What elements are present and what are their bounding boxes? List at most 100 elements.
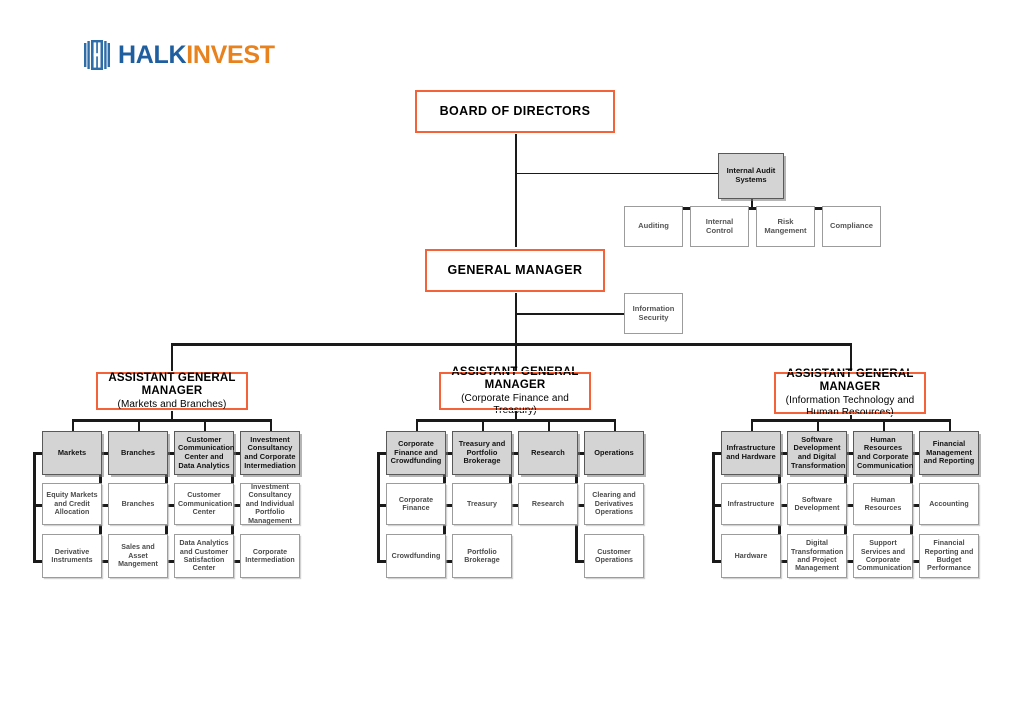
dept-label: Software Development and Digital Transfo… <box>791 434 846 470</box>
unit-label: Corporate Finance <box>398 495 434 512</box>
node-unit-treasury[interactable]: Treasury <box>452 483 512 525</box>
auditing-label: Auditing <box>638 221 669 231</box>
node-unit-sales-and-asset-mangement[interactable]: Sales and Asset Mangement <box>108 534 168 578</box>
node-unit-clearing-and-derivatives-operations[interactable]: Clearing and Derivatives Operations <box>584 483 644 525</box>
node-unit-equity-markets-and-credit-allocation[interactable]: Equity Markets and Credit Allocation <box>42 483 102 525</box>
board-of-directors-label: BOARD OF DIRECTORS <box>439 104 591 119</box>
node-unit-software-development[interactable]: Software Development <box>787 483 847 525</box>
node-unit-support-services-and-corporate-communication[interactable]: Support Services and Corporate Communica… <box>853 534 913 578</box>
agm2-title: ASSISTANT GENERAL MANAGER <box>451 365 579 392</box>
connector-audit-drop <box>751 199 753 209</box>
halk-logo-mark-icon <box>84 40 110 70</box>
node-unit-digital-transformation-and-project-management[interactable]: Digital Transformation and Project Manag… <box>787 534 847 578</box>
risk-mangement-label: Risk Mangement <box>764 216 807 235</box>
connector-group3-rail <box>751 419 950 422</box>
node-unit-investment-consultancy-and-individual-portfolio-management[interactable]: Investment Consultancy and Individual Po… <box>240 483 300 525</box>
node-unit-crowdfunding[interactable]: Crowdfunding <box>386 534 446 578</box>
node-agm-markets-and-branches[interactable]: ASSISTANT GENERAL MANAGER (Markets and B… <box>95 371 249 411</box>
node-unit-research[interactable]: Research <box>518 483 578 525</box>
node-dept-investment-consultancy-and-corporate-intermediation[interactable]: Investment Consultancy and Corporate Int… <box>240 431 300 475</box>
node-unit-financial-reporting-and-budget-performance[interactable]: Financial Reporting and Budget Performan… <box>919 534 979 578</box>
node-unit-customer-operations[interactable]: Customer Operations <box>584 534 644 578</box>
node-internal-audit-systems[interactable]: Internal Audit Systems <box>718 153 784 199</box>
brand-name-primary: HALK <box>118 40 187 69</box>
connector-group3-dept-4 <box>949 419 951 431</box>
connector-group2-dept-3 <box>548 419 550 431</box>
internal-audit-systems-label: Internal Audit Systems <box>726 166 776 184</box>
node-dept-infrastructure-and-hardware[interactable]: Infrastructure and Hardware <box>721 431 781 475</box>
node-unit-branches[interactable]: Branches <box>108 483 168 525</box>
elbow-stub-col-11-dept <box>844 452 853 455</box>
node-compliance[interactable]: Compliance <box>822 206 881 247</box>
unit-label: Financial Reporting and Budget Performan… <box>924 539 974 573</box>
general-manager-label: GENERAL MANAGER <box>447 263 583 278</box>
node-unit-hardware[interactable]: Hardware <box>721 534 781 578</box>
dept-operations-label: Operations <box>594 447 634 457</box>
connector-group3-dept-1 <box>751 419 753 431</box>
unit-label: Derivative Instruments <box>51 547 93 564</box>
internal-control-label: Internal Control <box>705 216 734 235</box>
elbow-stub-col-5-dept <box>377 452 386 455</box>
node-unit-corporate-finance[interactable]: Corporate Finance <box>386 483 446 525</box>
connector-agm-rail <box>171 343 851 346</box>
unit-label: Portfolio Brokerage <box>464 547 500 564</box>
unit-label: Support Services and Corporate Communica… <box>857 539 912 573</box>
connector-group3-dept-2 <box>817 419 819 431</box>
unit-label: Hardware <box>734 551 768 560</box>
unit-label: Sales and Asset Mangement <box>118 543 158 569</box>
unit-label: Software Development <box>794 495 840 512</box>
node-board-of-directors[interactable]: BOARD OF DIRECTORS <box>414 89 616 134</box>
node-dept-corporate-finance-and-crowdfunding[interactable]: Corporate Finance and Crowdfunding <box>386 431 446 475</box>
node-agm-it-and-human-resources[interactable]: ASSISTANT GENERAL MANAGER (Information T… <box>773 368 927 418</box>
elbow-stub-col-9-dept <box>712 452 721 455</box>
unit-label: Customer Operations <box>595 547 633 564</box>
agm2-subtitle: (Corporate Finance and Treasury) <box>461 392 569 416</box>
node-dept-research[interactable]: Research <box>518 431 578 475</box>
unit-label: Accounting <box>929 499 969 508</box>
elbow-stub-col-4-unit-1 <box>231 504 240 507</box>
node-unit-accounting[interactable]: Accounting <box>919 483 979 525</box>
connector-gm-to-infosec <box>515 313 624 315</box>
node-unit-human-resources[interactable]: Human Resources <box>853 483 913 525</box>
node-unit-portfolio-brokerage[interactable]: Portfolio Brokerage <box>452 534 512 578</box>
node-dept-human-resources-and-corporate-communication[interactable]: Human Resources and Corporate Communicat… <box>853 431 913 475</box>
connector-gm-trunk-to-internal-audit <box>515 172 718 175</box>
node-internal-control[interactable]: Internal Control <box>690 206 749 247</box>
elbow-stub-col-4-dept <box>231 452 240 455</box>
elbow-stub-col-11-unit-2 <box>844 560 853 563</box>
node-unit-customer-communication-center[interactable]: Customer Communication Center <box>174 483 234 525</box>
elbow-stub-col-1-unit-1 <box>33 504 42 507</box>
node-unit-data-analytics-and-customer-satisfaction-center[interactable]: Data Analytics and Customer Satisfaction… <box>174 534 234 578</box>
connector-gm-down <box>515 292 517 372</box>
dept-label: Investment Consultancy and Corporate Int… <box>244 434 296 470</box>
dept-label: Human Resources and Corporate Communicat… <box>857 434 914 470</box>
connector-agm2-down <box>515 410 517 421</box>
node-agm-corporate-finance-and-treasury[interactable]: ASSISTANT GENERAL MANAGER (Corporate Fin… <box>438 366 592 416</box>
dept-branches-label: Branches <box>120 447 156 457</box>
node-unit-infrastructure[interactable]: Infrastructure <box>721 483 781 525</box>
dept-label: Infrastructure and Hardware <box>726 443 776 461</box>
node-auditing[interactable]: Auditing <box>624 206 683 247</box>
node-unit-corporate-intermediation[interactable]: Corporate Intermediation <box>240 534 300 578</box>
elbow-stub-col-10-unit-1 <box>778 504 787 507</box>
elbow-stub-col-12-unit-2 <box>910 560 919 563</box>
unit-label: Branches <box>121 499 155 508</box>
node-dept-financial-management-and-reporting[interactable]: Financial Management and Reporting <box>919 431 979 475</box>
elbow-stub-col-10-dept <box>778 452 787 455</box>
node-dept-treasury-and-portfolio-brokerage[interactable]: Treasury and Portfolio Brokerage <box>452 431 512 475</box>
node-unit-derivative-instruments[interactable]: Derivative Instruments <box>42 534 102 578</box>
node-dept-customer-communication-center-and-data-analytics[interactable]: Customer Communication Center and Data A… <box>174 431 234 475</box>
connector-group2-dept-1 <box>416 419 418 431</box>
node-general-manager[interactable]: GENERAL MANAGER <box>424 248 606 293</box>
elbow-stub-col-6-dept <box>443 452 452 455</box>
node-dept-operations[interactable]: Operations <box>584 431 644 475</box>
elbow-stub-col-5-unit-2 <box>377 560 386 563</box>
connector-group2-dept-4 <box>614 419 616 431</box>
node-information-security[interactable]: Information Security <box>624 293 683 334</box>
node-dept-branches[interactable]: Branches <box>108 431 168 475</box>
node-dept-markets[interactable]: Markets <box>42 431 102 475</box>
node-risk-mangement[interactable]: Risk Mangement <box>756 206 815 247</box>
unit-label: Clearing and Derivatives Operations <box>592 491 636 517</box>
node-dept-software-development-and-digital-transformation[interactable]: Software Development and Digital Transfo… <box>787 431 847 475</box>
connector-group2-rail <box>416 419 615 422</box>
